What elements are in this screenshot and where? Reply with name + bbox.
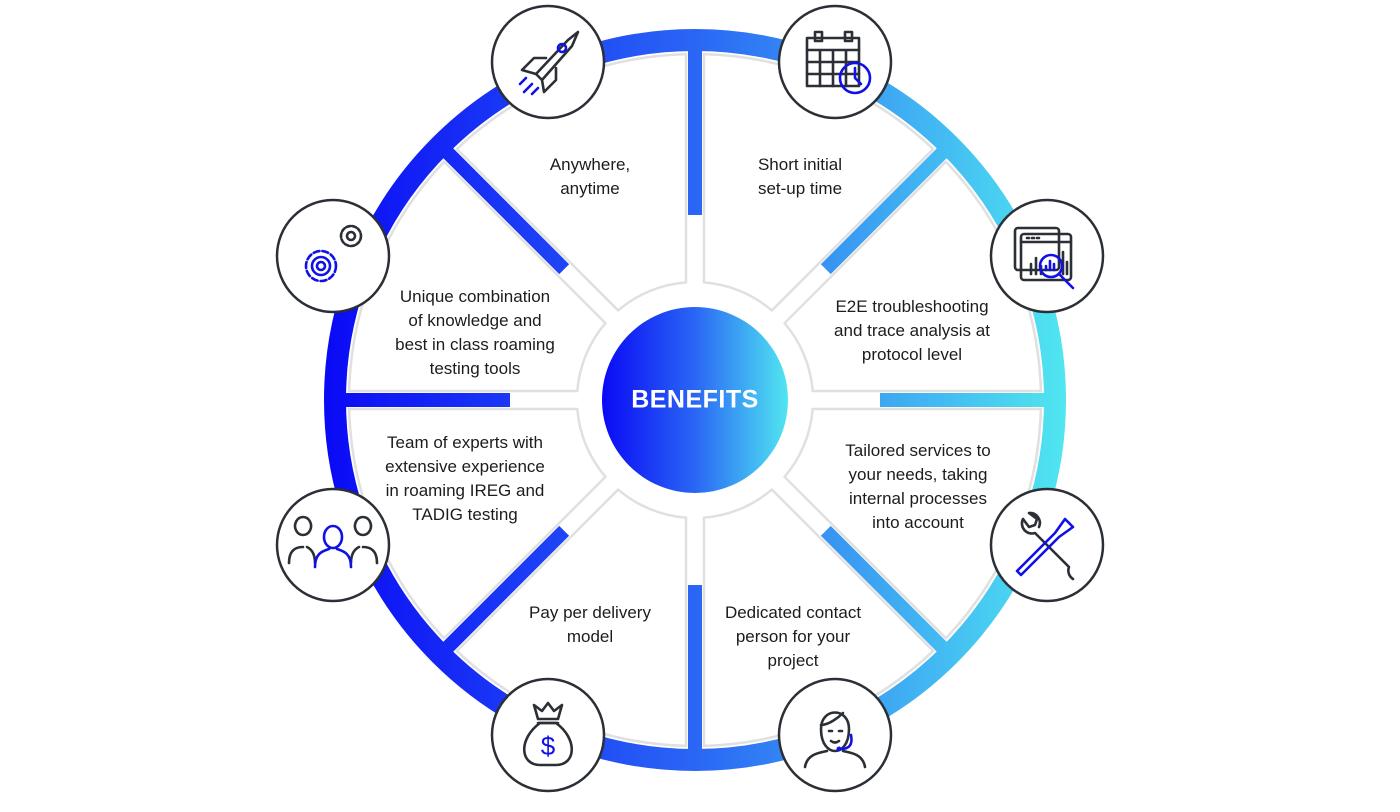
money-bag-icon: $ — [523, 701, 573, 767]
spoke — [435, 140, 570, 275]
trace-analysis-icon — [1013, 226, 1075, 290]
tools-icon — [1015, 511, 1075, 581]
benefit-card — [455, 488, 688, 748]
benefit-label-anywhere: Anywhere,anytime — [549, 155, 631, 198]
spoke — [435, 525, 570, 660]
gears-icon — [304, 224, 363, 283]
benefit-card — [783, 407, 1043, 640]
support-agent-icon — [803, 711, 867, 769]
benefit-card — [702, 488, 935, 748]
benefit-card — [702, 52, 935, 312]
benefit-card — [455, 52, 688, 312]
spoke — [820, 140, 955, 275]
center-circle — [602, 307, 788, 493]
center-title: BENEFITS — [631, 385, 759, 414]
spoke — [820, 525, 955, 660]
icon-badge-money-bag-icon — [490, 677, 606, 793]
team-icon — [287, 515, 379, 569]
dollar-sign: $ — [541, 731, 556, 761]
benefit-card — [347, 407, 607, 640]
rocket-icon — [518, 30, 580, 96]
calendar-clock-icon — [805, 30, 872, 95]
benefit-card — [347, 160, 607, 393]
benefit-card — [783, 160, 1043, 393]
